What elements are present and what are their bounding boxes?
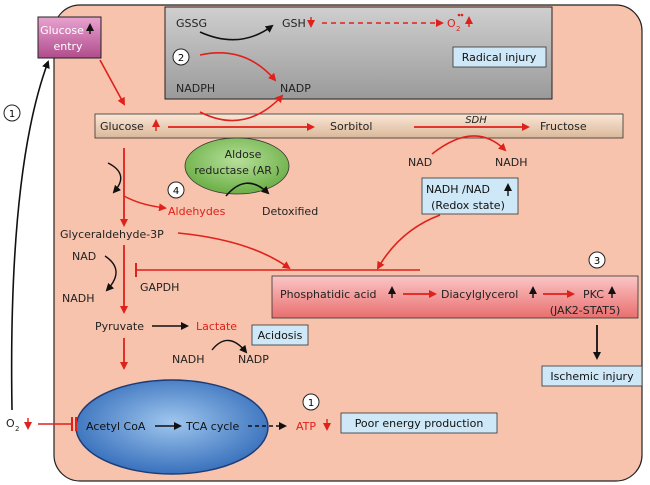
nadh-polyol-label: NADH bbox=[495, 156, 528, 169]
redox-to-phosphatidic-arrow bbox=[376, 214, 441, 270]
marker-1-left: 1 bbox=[9, 109, 15, 120]
fructose-label: Fructose bbox=[540, 120, 587, 133]
marker-2: 2 bbox=[178, 53, 184, 64]
g3p-side-black-arrow bbox=[107, 162, 122, 194]
gssg-to-gsh-arrow bbox=[199, 24, 274, 41]
marker-4: 4 bbox=[173, 186, 179, 197]
aldehydes-label: Aldehydes bbox=[168, 205, 226, 218]
nad-glycolysis-label: NAD bbox=[72, 250, 96, 263]
polyol-pathway-bar bbox=[94, 113, 624, 139]
pyruvate-label: Pyruvate bbox=[95, 320, 144, 333]
nadh-glycolysis-label: NADH bbox=[62, 292, 95, 305]
nadh-lactate-label: NADH bbox=[172, 353, 205, 366]
nadph-to-nadp-arrow bbox=[199, 52, 277, 82]
g3p-label: Glyceraldehyde-3P bbox=[60, 228, 164, 241]
o2-radical-dot bbox=[457, 13, 461, 17]
nadph-label: NADPH bbox=[176, 82, 215, 95]
dag-label: Diacylglycerol bbox=[441, 288, 518, 301]
ischemic-injury-label: Ischemic injury bbox=[550, 370, 634, 383]
marker-2-circle bbox=[172, 48, 190, 66]
marker-1-left-circle bbox=[3, 104, 21, 122]
nad-to-nadh-glycolysis-arrow bbox=[104, 255, 117, 292]
gssg-label: GSSG bbox=[176, 17, 207, 30]
o2-outside-sub: 2 bbox=[15, 425, 19, 433]
nad-polyol-label: NAD bbox=[408, 156, 432, 169]
acidosis-box bbox=[251, 324, 309, 346]
aldose-reductase-ellipse bbox=[184, 137, 290, 195]
ar-label-1: Aldose bbox=[225, 148, 262, 161]
ar-label-2: reductase (AR ) bbox=[194, 164, 279, 177]
sorbitol-label: Sorbitol bbox=[330, 120, 372, 133]
radical-injury-box bbox=[452, 46, 547, 68]
nadp-label: NADP bbox=[280, 82, 311, 95]
o2-radical-sub: 2 bbox=[456, 25, 460, 33]
glucose-entry-label: Glucose bbox=[40, 24, 84, 37]
glucose-entry-label-2: entry bbox=[53, 40, 83, 53]
marker-3: 3 bbox=[594, 256, 600, 267]
nad-to-nadh-arrow bbox=[431, 135, 507, 155]
o2-radical-label: O bbox=[447, 17, 456, 30]
marker-1-atp-circle bbox=[302, 393, 320, 411]
o2-outside-label: O bbox=[6, 417, 15, 430]
marker-1-atp: 1 bbox=[308, 398, 314, 409]
marker-3-circle bbox=[588, 251, 606, 269]
g3p-to-phosphatidic-arrow bbox=[177, 232, 291, 270]
acetyl-coa-label: Acetyl CoA bbox=[86, 420, 146, 433]
ischemic-injury-box bbox=[541, 365, 643, 387]
glucose-entry-to-glucose-arrow bbox=[99, 59, 125, 106]
gsh-label: GSH bbox=[282, 17, 306, 30]
jak-stat-label: (JAK2-STAT5) bbox=[550, 304, 621, 317]
gapdh-label: GAPDH bbox=[140, 281, 179, 294]
redox-label-2: (Redox state) bbox=[431, 199, 505, 212]
redox-label-1: NADH /NAD bbox=[426, 183, 490, 196]
redox-state-box bbox=[421, 177, 519, 215]
poor-energy-box bbox=[340, 412, 498, 434]
g3p-to-aldehydes-arrow bbox=[123, 195, 167, 212]
phosphatidic-label: Phosphatidic acid bbox=[280, 288, 377, 301]
poor-energy-label: Poor energy production bbox=[355, 417, 484, 430]
radical-injury-label: Radical injury bbox=[462, 51, 537, 64]
nadh-to-nadp-arrow bbox=[211, 339, 248, 354]
glucose-label: Glucose bbox=[100, 120, 144, 133]
tca-cycle-label: TCA cycle bbox=[185, 420, 239, 433]
detoxified-label: Detoxified bbox=[262, 205, 318, 218]
acidosis-label: Acidosis bbox=[258, 329, 303, 342]
o2-radical-dot-2 bbox=[460, 13, 464, 17]
lactate-label: Lactate bbox=[196, 320, 237, 333]
pkc-label: PKC bbox=[583, 288, 604, 301]
marker-4-circle bbox=[167, 181, 185, 199]
o2-to-glucose-entry-arrow bbox=[10, 60, 50, 411]
sdh-label: SDH bbox=[465, 115, 487, 126]
atp-label: ATP bbox=[296, 420, 316, 433]
pkc-pathway-box bbox=[271, 275, 639, 319]
aldehydes-to-detoxified-arrow bbox=[225, 182, 270, 197]
loop-to-nadp-arrow bbox=[199, 94, 284, 122]
nadp-lactate-label: NADP bbox=[238, 353, 269, 366]
